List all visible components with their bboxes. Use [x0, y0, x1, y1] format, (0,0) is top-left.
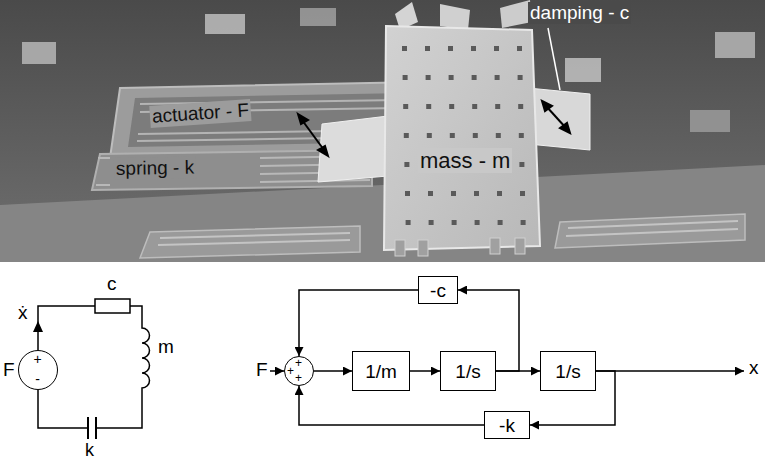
summing-junction: +++ — [284, 356, 314, 386]
source-label: F — [3, 359, 15, 381]
input-label: F — [256, 359, 268, 381]
photo-label: mass - m — [418, 148, 512, 173]
velocity-label: ẋ — [18, 302, 28, 324]
voltage-source: +- — [18, 350, 58, 390]
element-label: k — [85, 440, 94, 461]
box-text: -k — [499, 416, 515, 435]
photo-label: damping - c — [528, 2, 631, 24]
input-arrow — [270, 370, 284, 372]
signal-connector — [299, 290, 418, 356]
output-label: x — [749, 357, 759, 379]
gain-box: -c — [418, 276, 458, 304]
inductor-symbol — [96, 306, 150, 428]
sign-mark: + — [287, 365, 294, 377]
signal-connector — [299, 386, 484, 425]
integrator-box: 1/s — [440, 351, 496, 391]
resistor-symbol — [95, 299, 130, 313]
box-text: 1/m — [365, 362, 397, 381]
box-text: 1/s — [555, 362, 580, 381]
sign-mark: + — [295, 372, 302, 384]
box-text: -c — [430, 281, 446, 300]
gain-box: -k — [484, 411, 530, 439]
sign-mark: + — [295, 357, 302, 369]
signal-connector — [314, 370, 352, 372]
sign-mark: - — [35, 372, 40, 386]
element-label: c — [107, 273, 117, 295]
capacitor-symbol — [95, 417, 97, 439]
sem-photo — [0, 0, 765, 262]
box-text: 1/s — [455, 362, 480, 381]
photo-label: actuator - F — [149, 99, 251, 128]
gain-box: 1/m — [352, 351, 410, 391]
signal-connector — [410, 370, 440, 372]
element-label: m — [158, 336, 174, 358]
sign-mark: + — [33, 352, 41, 366]
photo-label: spring - k — [114, 157, 197, 180]
integrator-box: 1/s — [540, 351, 596, 391]
output-arrow — [596, 370, 744, 372]
velocity-arrow — [33, 321, 43, 332]
